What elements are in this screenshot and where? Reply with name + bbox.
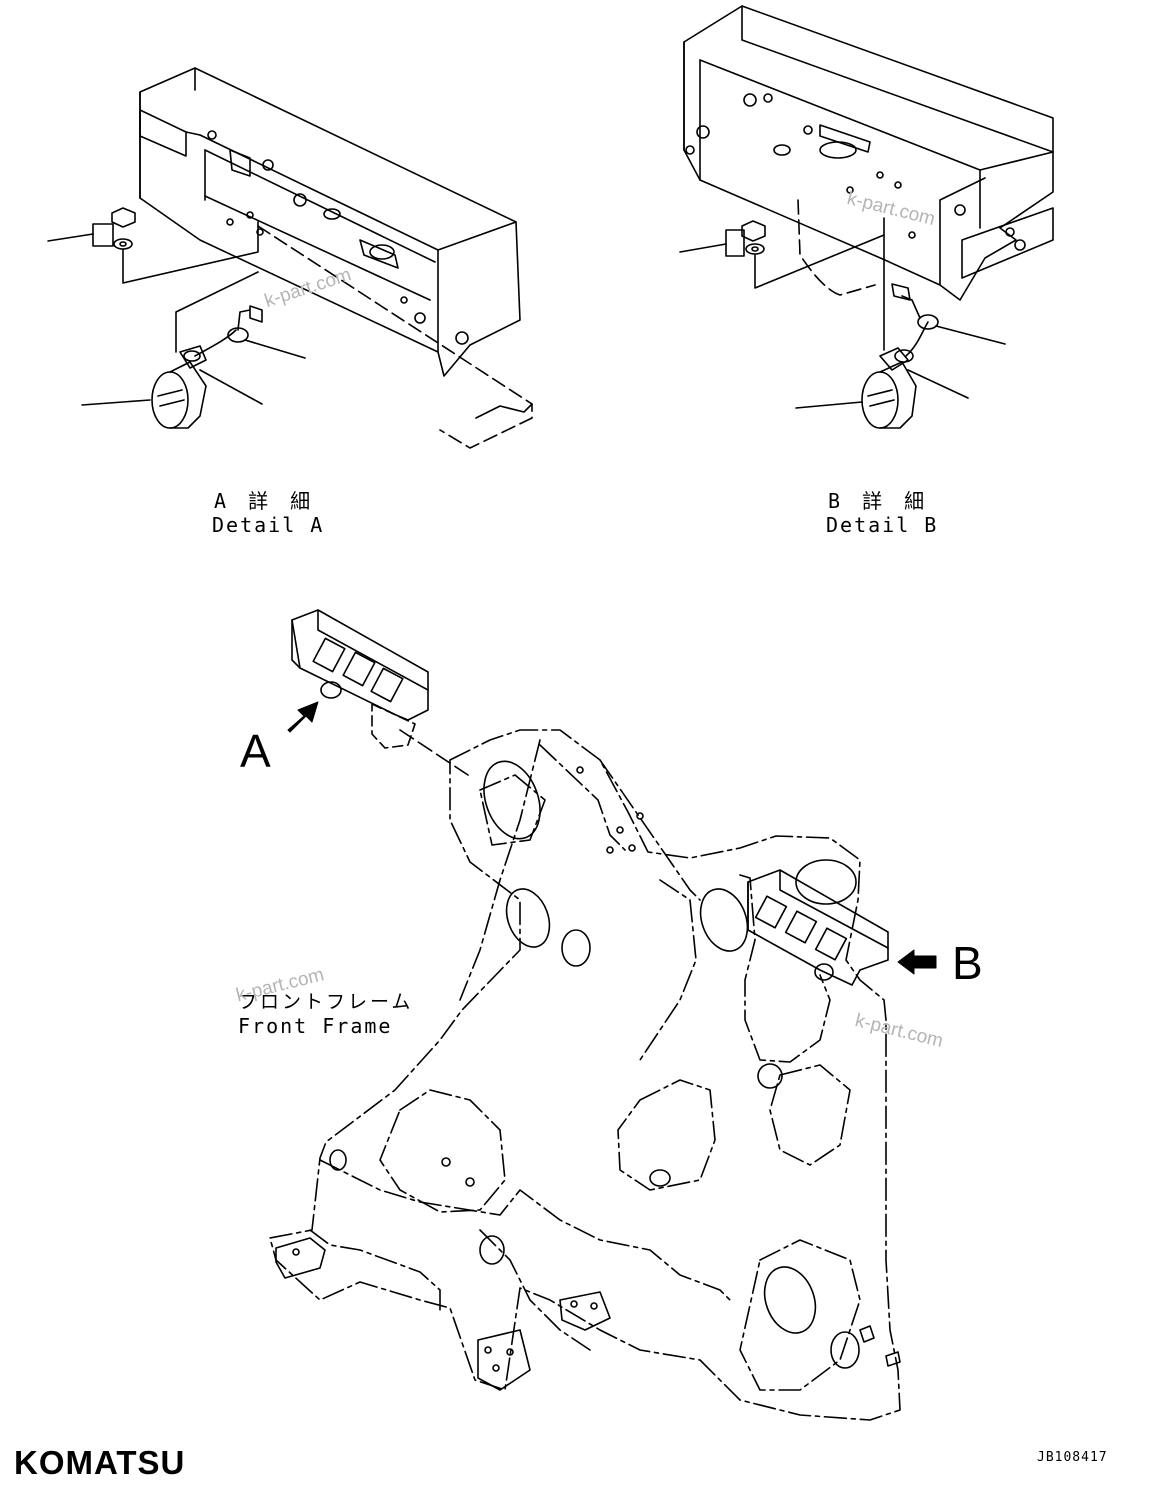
detail-b-caption: B 詳 細 Detail B [826, 489, 938, 537]
front-frame-title-jp: フロントフレーム [238, 991, 414, 1013]
detail-b-title-en: Detail B [826, 513, 939, 537]
drawing-code: JB108417 [1037, 1450, 1108, 1465]
front-frame-outline [269, 729, 901, 1421]
detail-a-title-jp: A 詳 細 [214, 489, 316, 513]
control-box-a [291, 609, 429, 721]
detail-a-caption: A 詳 細 Detail A [212, 489, 324, 537]
komatsu-logo: KOMATSU [14, 1444, 186, 1481]
detail-a-housing [139, 67, 521, 377]
control-box-b [747, 869, 889, 986]
arrow-right-icon [287, 701, 319, 733]
detail-b-drawing [679, 5, 1054, 429]
detail-b-title-jp: B 詳 細 [828, 489, 930, 513]
arrow-left-icon [897, 949, 937, 975]
detail-a-nut [111, 207, 136, 228]
front-frame-drawing [269, 609, 901, 1421]
view-label-a: A [240, 725, 271, 777]
detail-b-horn [861, 283, 939, 429]
view-label-b: B [952, 937, 983, 989]
detail-a-title-en: Detail A [212, 513, 325, 537]
detail-a-drawing [47, 67, 533, 449]
detail-b-nut [741, 220, 766, 242]
detail-a-horn [151, 305, 263, 429]
front-frame-title-en: Front Frame [238, 1014, 393, 1038]
front-frame-caption: フロントフレーム Front Frame [238, 990, 413, 1038]
